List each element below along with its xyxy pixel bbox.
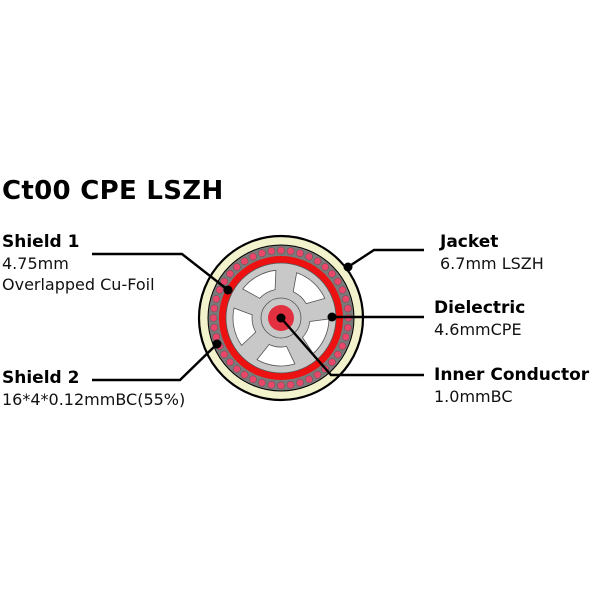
shield-2-spec: 16*4*0.12mmBC(55%): [2, 390, 186, 409]
leader-lines: [92, 248, 424, 382]
dielectric-marker: [327, 312, 337, 322]
shield-1-leader: [92, 252, 229, 291]
inner-conductor-marker: [276, 313, 286, 323]
shield-2-name: Shield 2: [2, 368, 80, 388]
shield-1-name: Shield 1: [2, 232, 80, 252]
label-shield-2: Shield 2 16*4*0.12mmBC(55%): [2, 368, 185, 410]
jacket-name: Jacket: [440, 232, 499, 252]
jacket-spec: 6.7mm LSZH: [440, 254, 544, 273]
shield-1-spec-diameter: 4.75mm: [2, 254, 69, 273]
cable-title: Ct00 CPE LSZH: [2, 176, 224, 206]
inner-conductor-name: Inner Conductor: [434, 365, 590, 385]
label-dielectric: Dielectric 4.6mmCPE: [434, 298, 525, 340]
shield-1-spec-material: Overlapped Cu-Foil: [2, 275, 155, 294]
inner-conductor-leader: [280, 317, 424, 377]
leader-endpoints: [212, 262, 353, 349]
label-jacket: Jacket 6.7mm LSZH: [440, 232, 544, 274]
label-shield-1: Shield 1 4.75mm Overlapped Cu-Foil: [2, 232, 155, 295]
inner-conductor-spec: 1.0mmBC: [434, 387, 513, 406]
dielectric-spec: 4.6mmCPE: [434, 320, 522, 339]
braid-strands: [209, 246, 353, 390]
shield-2-marker: [212, 339, 222, 349]
label-inner-conductor: Inner Conductor 1.0mmBC: [434, 365, 589, 407]
shield-2-leader: [92, 343, 218, 382]
dielectric-air-gaps: [232, 269, 330, 367]
jacket-marker: [343, 262, 353, 272]
dielectric-name: Dielectric: [434, 298, 526, 318]
jacket-leader: [347, 248, 424, 269]
shield-1-marker: [223, 285, 233, 295]
